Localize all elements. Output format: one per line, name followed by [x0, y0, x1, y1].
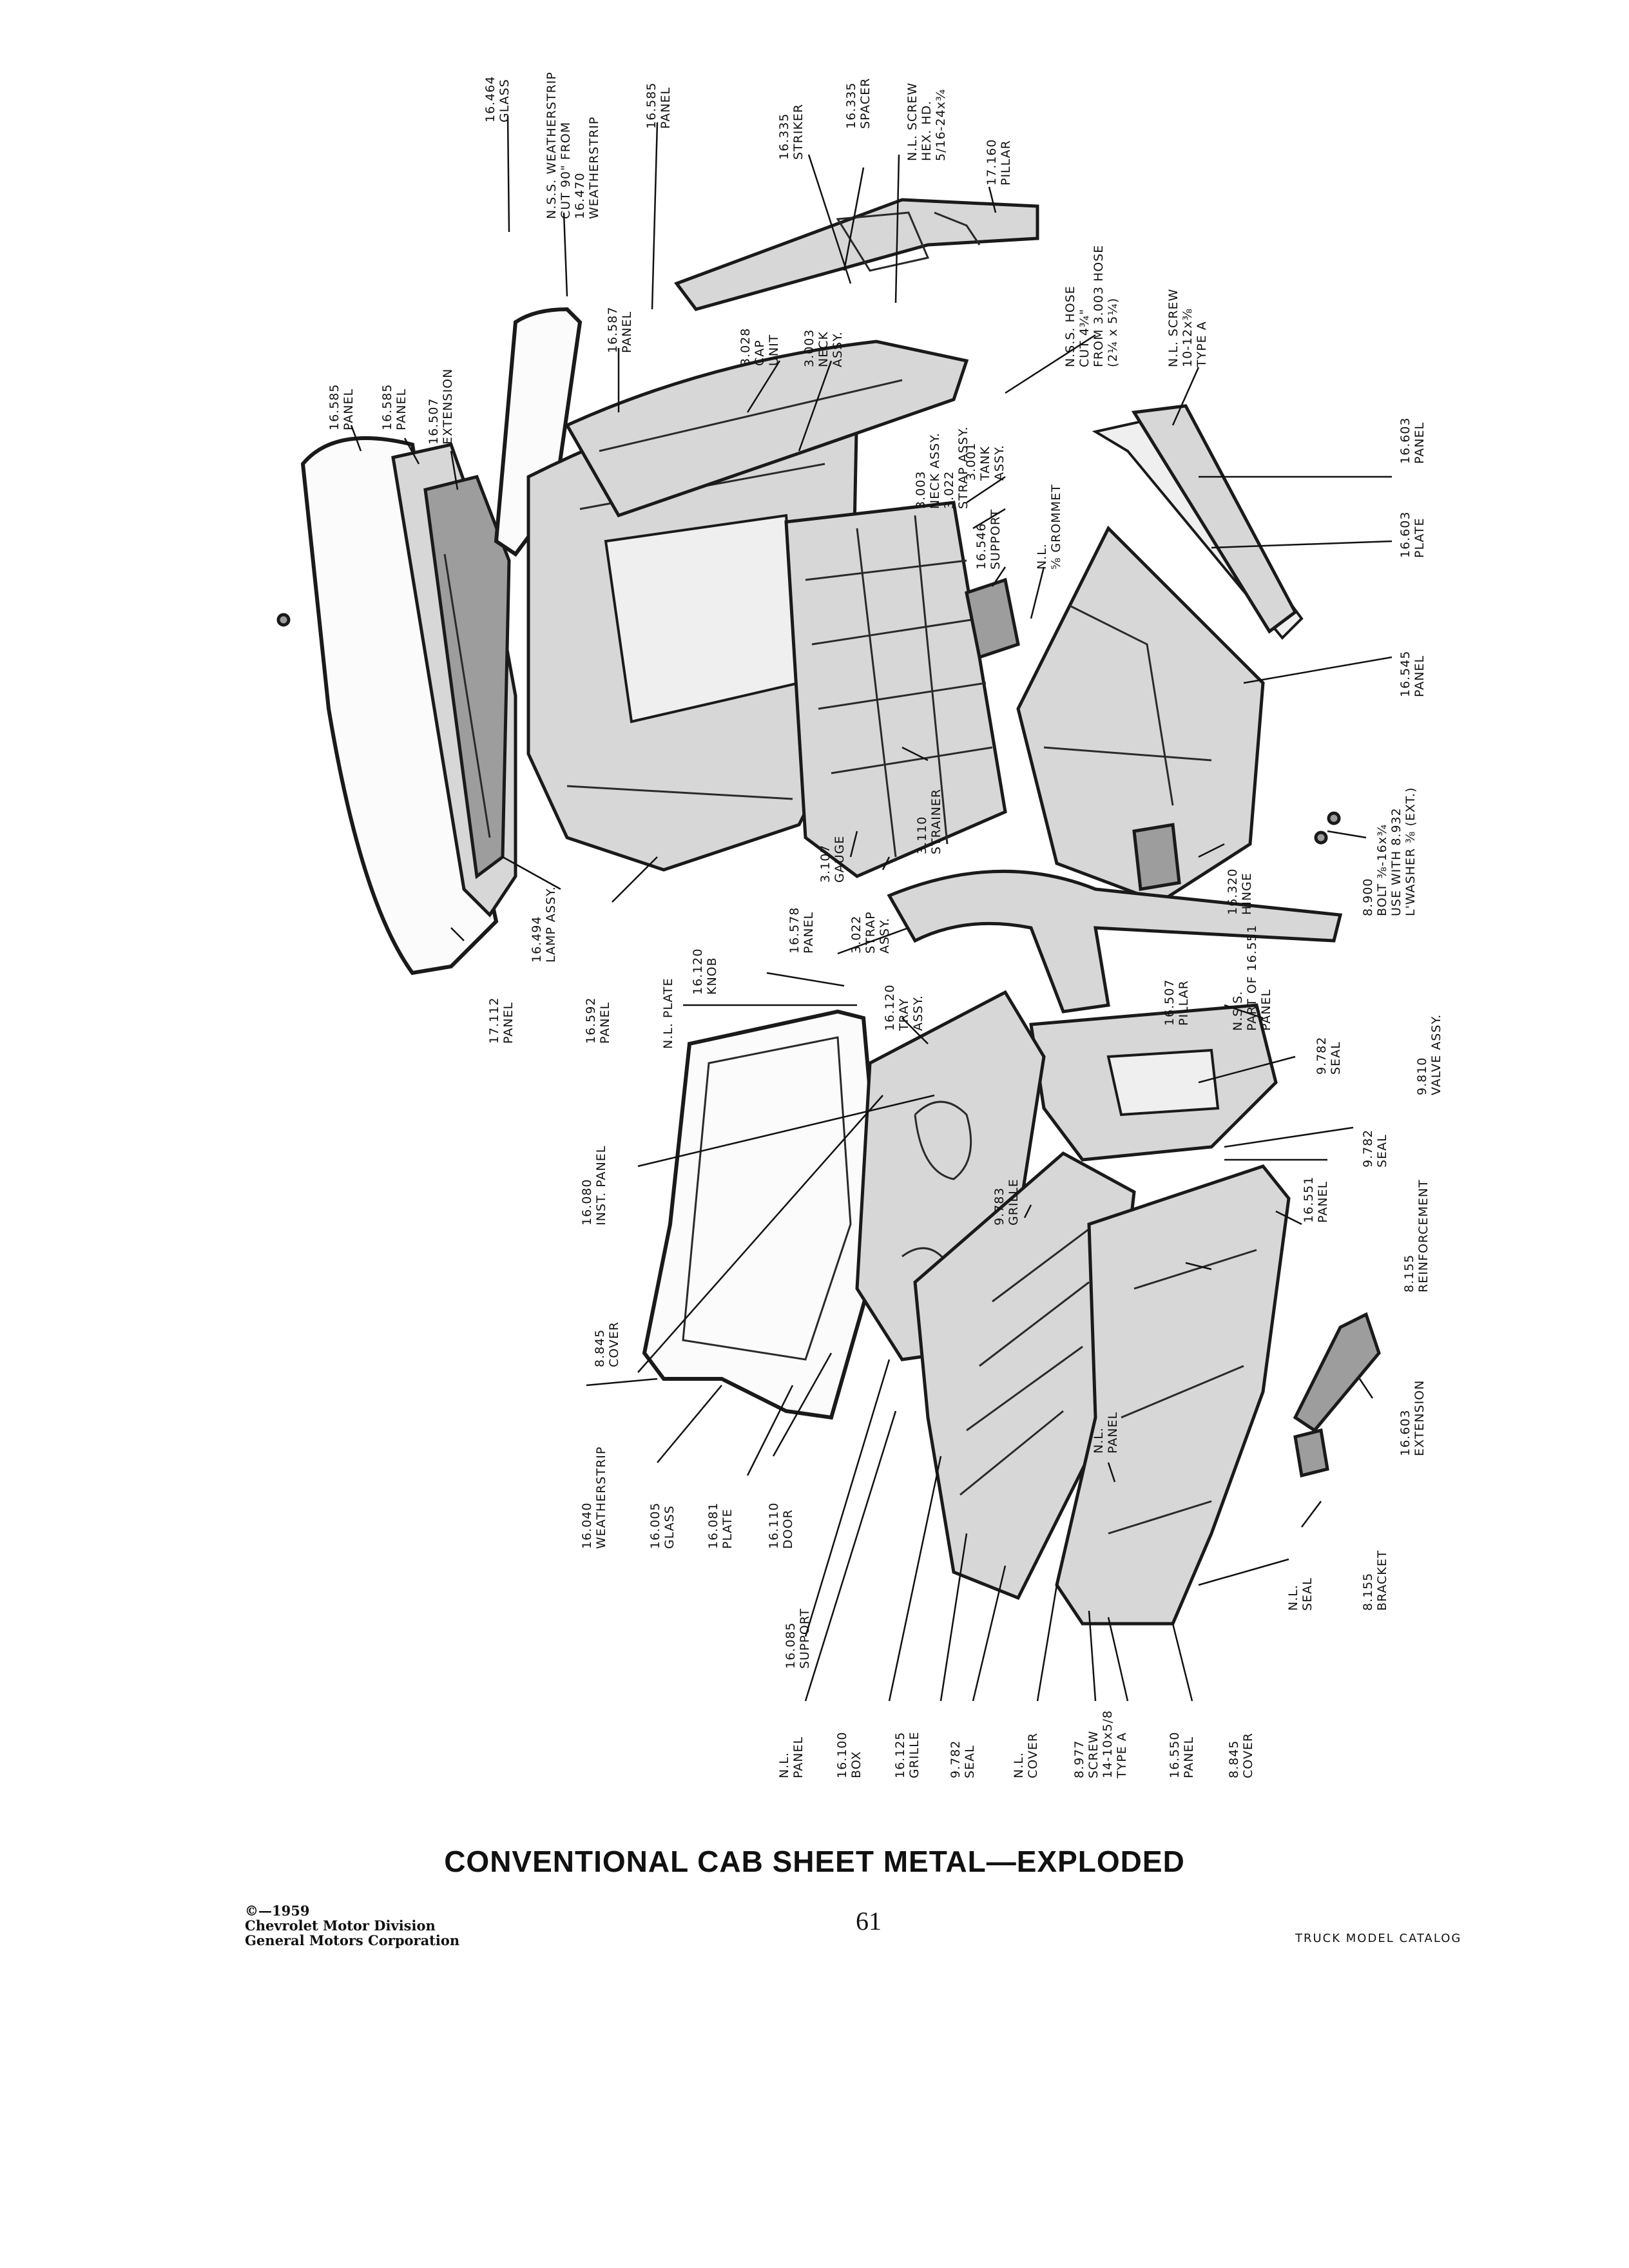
pillar-top-shape — [673, 198, 1039, 311]
callout-grommet: N.L.⅝ GROMMET — [1035, 484, 1063, 570]
kick-extension-shape — [1293, 1312, 1381, 1433]
callout-nl-panel-bottom: N.L.PANEL — [777, 1736, 805, 1778]
hinge-shape — [1132, 823, 1181, 891]
roof-panel-shape — [564, 340, 969, 518]
rear-window-glass-shape — [300, 436, 499, 975]
copyright-year: ©—1959 — [245, 1903, 310, 1919]
page-number: 61 — [856, 1907, 882, 1936]
floor-panel-shape — [1016, 525, 1265, 904]
callout-nl-panel-mid: N.L.PANEL — [1092, 1411, 1120, 1454]
copyright-block: ©—1959 Chevrolet Motor Division General … — [245, 1903, 459, 1948]
windshield-shape — [642, 1009, 885, 1420]
copyright-division: Chevrolet Motor Division — [245, 1917, 436, 1934]
callout-nl-plate: N.L. PLATE — [661, 977, 675, 1049]
bracket-shape — [1293, 1428, 1329, 1478]
callout-nl-seal: N.L.SEAL — [1286, 1577, 1315, 1611]
support-shape — [965, 577, 1020, 660]
floor-tank-shape — [784, 501, 1007, 878]
pillar-bottom-shape — [887, 869, 1343, 1014]
extension-strip-shape — [423, 475, 511, 879]
catalog-name: TRUCK MODEL CATALOG — [1295, 1932, 1462, 1945]
leader-lines — [350, 115, 1393, 1702]
callout-nl-cover: N.L.COVER — [1012, 1732, 1040, 1778]
diagram-title: CONVENTIONAL CAB SHEET METAL—EXPLODED — [444, 1845, 1185, 1878]
copyright-corporation: General Motors Corporation — [245, 1932, 460, 1948]
